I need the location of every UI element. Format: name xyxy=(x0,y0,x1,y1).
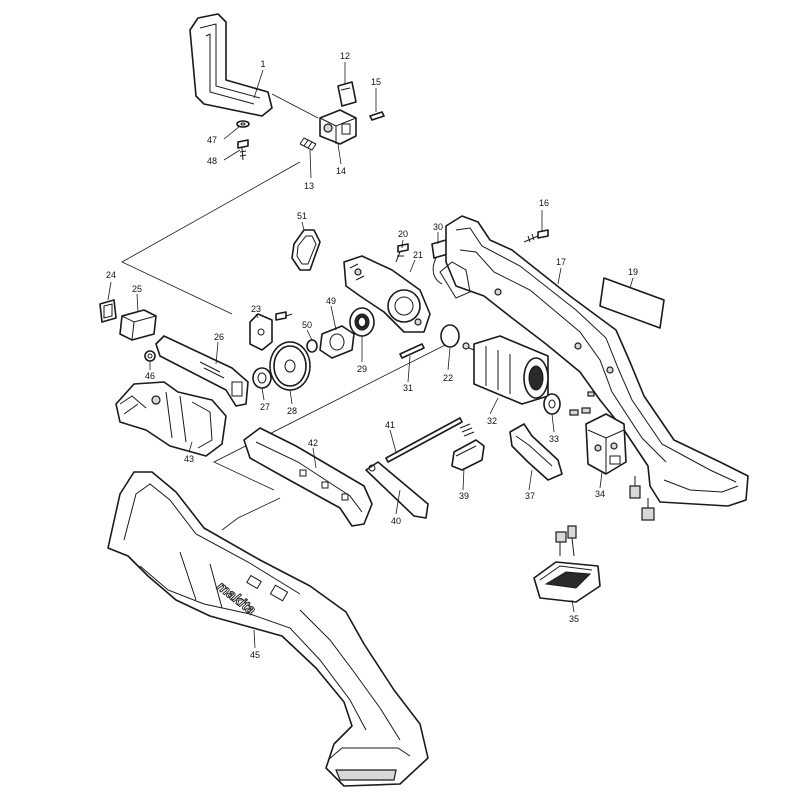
part-label-47: 47 xyxy=(207,135,217,145)
part-label-33: 33 xyxy=(549,434,559,444)
part-label-19: 19 xyxy=(628,267,638,277)
part-bushing xyxy=(543,393,561,415)
part-label-14: 14 xyxy=(336,166,346,176)
guide-line-bracket-to-cover xyxy=(121,161,301,315)
part-o-ring xyxy=(440,324,460,348)
part-rubber-block xyxy=(119,309,157,341)
part-housing-left: makita xyxy=(107,471,429,787)
part-label-1: 1 xyxy=(260,59,265,69)
part-label-40: 40 xyxy=(391,516,401,526)
part-label-16: 16 xyxy=(539,198,549,208)
part-label-43: 43 xyxy=(184,454,194,464)
part-hook-holder xyxy=(319,109,357,145)
part-connector-lower xyxy=(629,476,655,521)
part-label-28: 28 xyxy=(287,406,297,416)
part-label-35: 35 xyxy=(569,614,579,624)
part-label-25: 25 xyxy=(132,284,142,294)
part-rubber-ring xyxy=(291,229,321,271)
part-base-plate xyxy=(243,427,373,527)
part-long-pin xyxy=(385,417,463,463)
part-label-41: 41 xyxy=(385,420,395,430)
part-pad xyxy=(99,299,117,323)
part-battery-terminal xyxy=(533,525,601,603)
part-label-37: 37 xyxy=(525,491,535,501)
part-terminal-pair xyxy=(569,391,595,416)
part-clip xyxy=(337,81,357,107)
part-number-labels: 1 12 15 13 14 47 48 16 17 19 20 21 22 23… xyxy=(106,51,638,660)
part-label-21: 21 xyxy=(413,250,423,260)
part-label-31: 31 xyxy=(403,383,413,393)
part-lever-arm xyxy=(155,335,249,407)
part-housing-right xyxy=(439,215,749,507)
assembly-guide-lines xyxy=(121,93,456,531)
part-label-24: 24 xyxy=(106,270,116,280)
part-flange xyxy=(319,325,355,359)
part-label-27: 27 xyxy=(260,402,270,412)
leader-lines xyxy=(107,62,634,649)
part-label-45: 45 xyxy=(250,650,260,660)
part-label-22: 22 xyxy=(443,373,453,383)
part-gear-housing xyxy=(343,255,431,333)
part-label-39: 39 xyxy=(459,491,469,501)
part-label-12: 12 xyxy=(340,51,350,61)
part-name-plate xyxy=(599,277,665,329)
part-motor xyxy=(462,335,549,405)
part-label-17: 17 xyxy=(556,257,566,267)
part-label-46: 46 xyxy=(145,371,155,381)
part-lock-button xyxy=(451,423,485,471)
part-nut xyxy=(144,350,156,362)
part-label-13: 13 xyxy=(304,181,314,191)
part-ball-bearing xyxy=(349,307,375,337)
guide-line-mechanism-to-plate xyxy=(213,339,456,491)
part-blade-holder xyxy=(115,381,227,457)
part-spur-gear xyxy=(269,341,311,391)
part-label-23: 23 xyxy=(251,304,261,314)
part-spring xyxy=(299,137,317,151)
part-switch-unit xyxy=(585,413,627,475)
part-lever-link xyxy=(365,461,429,519)
part-pin-small xyxy=(369,111,385,121)
part-label-30: 30 xyxy=(433,222,443,232)
part-bearing-tiny xyxy=(306,339,318,353)
part-screw-bracket xyxy=(237,139,249,161)
guide-line-bracket-to-clip xyxy=(271,93,319,119)
part-trigger xyxy=(509,423,563,481)
part-label-32: 32 xyxy=(487,416,497,426)
part-label-34: 34 xyxy=(595,489,605,499)
part-shaft-pin xyxy=(399,343,425,359)
part-label-26: 26 xyxy=(214,332,224,342)
part-bracket-hook xyxy=(189,13,273,117)
part-washer xyxy=(236,120,250,128)
part-screw-housing xyxy=(523,229,549,243)
part-label-42: 42 xyxy=(308,438,318,448)
guide-line-plate-to-housing xyxy=(221,497,281,531)
part-screw-gear-housing xyxy=(395,243,409,263)
part-label-15: 15 xyxy=(371,77,381,87)
part-label-20: 20 xyxy=(398,229,408,239)
part-label-50: 50 xyxy=(302,320,312,330)
part-retainer-plate xyxy=(249,311,293,351)
part-label-49: 49 xyxy=(326,296,336,306)
part-label-29: 29 xyxy=(357,364,367,374)
part-label-48: 48 xyxy=(207,156,217,166)
part-bearing-small xyxy=(252,367,272,389)
part-label-51: 51 xyxy=(297,211,307,221)
